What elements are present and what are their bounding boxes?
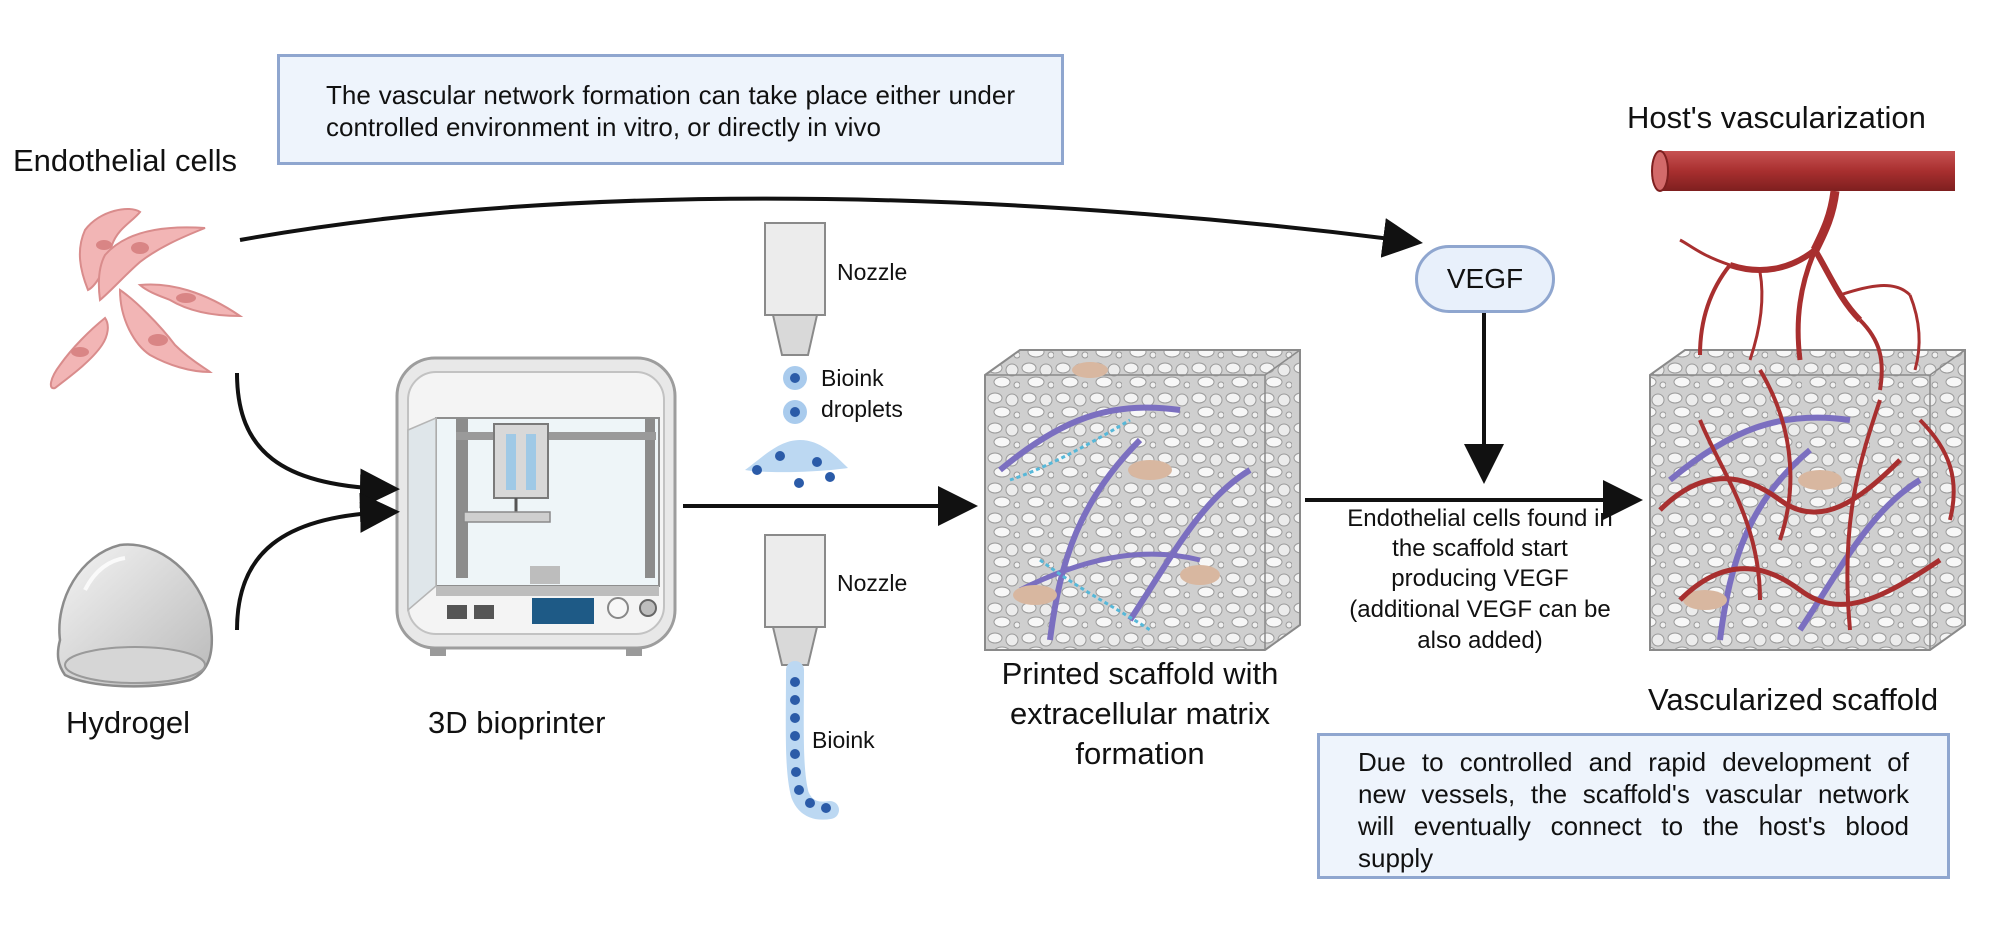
host-blood-vessel-icon xyxy=(1651,150,1955,391)
bioink-droplets-label-line1: Bioink xyxy=(821,365,884,391)
arrow-hydrogel-to-printer xyxy=(235,492,400,631)
top-note-box: The vascular network formation can take … xyxy=(277,54,1064,165)
nozzle-bottom-label: Nozzle xyxy=(837,570,908,596)
top-note-text: The vascular network formation can take … xyxy=(326,80,1015,142)
vegf-note-line2: the scaffold start xyxy=(1392,535,1568,562)
endothelial-cells-label: Endothelial cells xyxy=(13,143,238,178)
arrows xyxy=(235,196,1643,631)
hydrogel-icon xyxy=(56,543,214,688)
bioink-label: Bioink xyxy=(812,727,875,753)
vascularized-scaffold-label: Vascularized scaffold xyxy=(1648,682,1939,717)
vegf-note-line4: (additional VEGF can be xyxy=(1349,596,1611,623)
hydrogel-label: Hydrogel xyxy=(66,705,191,740)
nozzle-top-icon xyxy=(764,222,826,356)
vegf-note-line1: Endothelial cells found in xyxy=(1347,505,1613,532)
vegf-note-line5: also added) xyxy=(1417,627,1543,654)
bioprinter-label: 3D bioprinter xyxy=(428,705,606,740)
endothelial-cells-icon xyxy=(49,208,244,390)
arrow-cells-to-printer xyxy=(235,372,400,509)
bioink-droplets-label-line2: droplets xyxy=(821,396,903,422)
printed-scaffold-label-line1: Printed scaffold with xyxy=(1001,656,1279,691)
vegf-label: VEGF xyxy=(1446,263,1524,294)
vegf-badge: VEGF xyxy=(1415,245,1555,313)
host-vascularization-label: Host's vascularization xyxy=(1627,100,1926,135)
bottom-note-box: Due to controlled and rapid development … xyxy=(1317,733,1950,879)
printed-scaffold-icon xyxy=(984,349,1301,651)
printed-scaffold-label-line2: extracellular matrix xyxy=(1009,696,1271,731)
nozzle-bottom-icon xyxy=(764,534,826,666)
bioink-filament-icon xyxy=(785,661,839,820)
vegf-note-line3: producing VEGF xyxy=(1391,565,1569,592)
arrow-cells-to-vegf xyxy=(239,196,1423,258)
printed-scaffold-label-line3: formation xyxy=(1075,736,1205,771)
nozzle-top-label: Nozzle xyxy=(837,259,908,285)
bioprinter-icon xyxy=(395,356,677,656)
vascularized-scaffold-icon xyxy=(1649,349,1966,651)
bioink-droplets-icon xyxy=(745,366,848,488)
bottom-note-text: Due to controlled and rapid development … xyxy=(1358,747,1909,873)
